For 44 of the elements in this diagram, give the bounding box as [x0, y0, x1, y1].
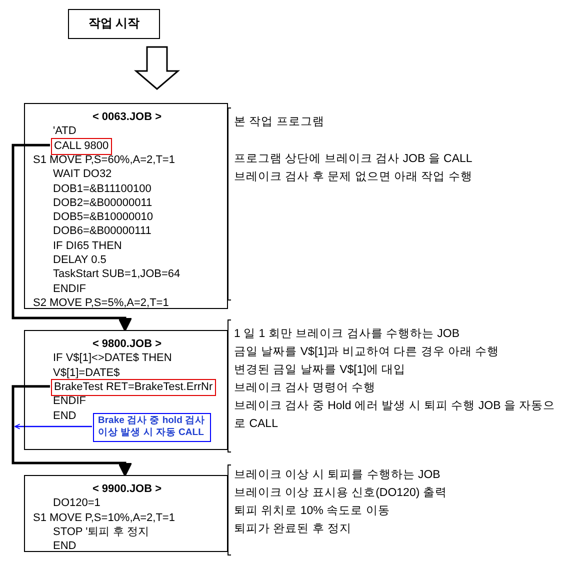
code-line: DO120=1: [53, 496, 100, 510]
annotation-text: 변경된 금일 날짜를 V$[1]에 대입: [234, 363, 407, 378]
code-line: V$[1]=DATE$: [53, 366, 120, 380]
annotation-text: 프로그램 상단에 브레이크 검사 JOB 을 CALL: [234, 152, 474, 167]
code-line: S1 MOVE P,S=10%,A=2,T=1: [33, 510, 175, 525]
hollow-arrow: [134, 46, 180, 90]
code-line: WAIT DO32: [53, 167, 112, 182]
annotation-text: 금일 날짜를 V$[1]과 비교하여 다른 경우 아래 수행: [234, 345, 500, 360]
code-line: TaskStart SUB=1,JOB=64: [53, 267, 180, 282]
code-line: STOP '퇴피 후 정지: [53, 524, 149, 539]
arrow: [12, 144, 132, 332]
annotation-text: 퇴피 위치로 10% 속도로 이동: [234, 504, 391, 519]
annotation-text: 본 작업 프로그램: [234, 115, 326, 130]
code-line: DOB1=&B11100100: [53, 182, 152, 196]
job-title: < 0063.JOB >: [91, 110, 163, 124]
annotation-text: 브레이크 이상 표시용 신호(DO120) 출력: [234, 486, 448, 501]
job-title: < 9900.JOB >: [91, 482, 163, 496]
code-line: DOB2=&B00000011: [53, 196, 152, 210]
note-box: Brake 검사 중 hold 검사 이상 발생 시 자동 CALL: [93, 413, 211, 442]
code-line: DELAY 0.5: [53, 253, 106, 267]
annotation-text: 브레이크 이상 시 퇴피를 수행하는 JOB: [234, 468, 442, 483]
annotation-text: 브레이크 검사 명령어 수행: [234, 381, 377, 396]
code-line: 'ATD: [53, 124, 76, 138]
code-line: DOB5=&B10000010: [53, 210, 153, 224]
code-panel: [24, 475, 228, 552]
code-line: IF DI65 THEN: [53, 238, 122, 253]
start-box: 작업 시작: [68, 9, 160, 39]
code-panel: [24, 103, 228, 309]
job-title: < 9800.JOB >: [91, 337, 163, 351]
arrow: [14, 424, 92, 430]
code-line: DOB6=&B00000111: [53, 224, 152, 238]
code-line: END: [53, 539, 76, 554]
code-line: ENDIF: [53, 394, 86, 408]
annotation-text: 퇴피가 완료된 후 정지: [234, 522, 353, 537]
code-line: IF V$[1]<>DATE$ THEN: [53, 351, 172, 366]
code-panel: [24, 330, 228, 450]
code-line: S1 MOVE P,S=60%,A=2,T=1: [33, 152, 175, 167]
arrow: [12, 385, 132, 476]
annotation-text: 브레이크 검사 후 문제 없으면 아래 작업 수행: [234, 170, 474, 185]
annotation-text: 브레이크 검사 중 Hold 에러 발생 시 퇴피 수행 JOB 을 자동으로 CALL: [234, 399, 556, 432]
code-line: S2 MOVE P,S=5%,A=2,T=1: [33, 296, 169, 310]
code-line: END: [53, 408, 76, 422]
code-line: ENDIF: [53, 282, 86, 296]
annotation-text: 1 일 1 회만 브레이크 검사를 수행하는 JOB: [234, 327, 461, 342]
